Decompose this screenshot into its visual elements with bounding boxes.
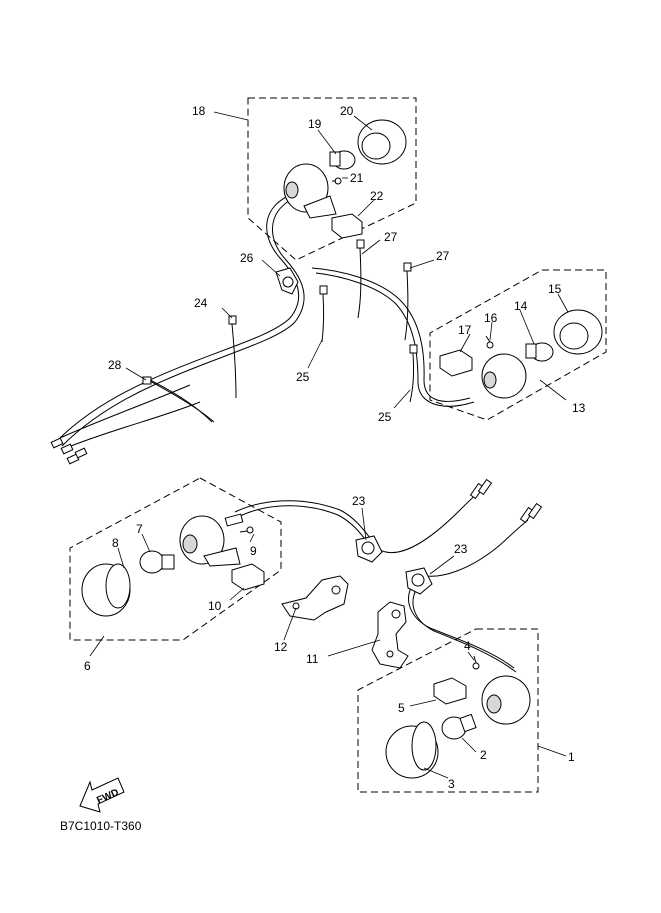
bulb-19 — [329, 150, 356, 170]
cable-tie-28 — [142, 376, 215, 423]
lens-8 — [81, 563, 131, 617]
callout-19: 19 — [308, 117, 322, 131]
drawing-code: B7C1010-T360 — [60, 819, 142, 833]
callout-27-right: 27 — [436, 249, 450, 263]
callout-15: 15 — [548, 282, 562, 296]
callout-8: 8 — [112, 536, 119, 550]
turn-signal-assembly-13 — [439, 309, 603, 399]
leader-lines — [89, 111, 569, 779]
callout-3: 3 — [448, 777, 455, 791]
callout-9: 9 — [250, 544, 257, 558]
callout-12: 12 — [274, 640, 288, 654]
assembly-box-6 — [69, 477, 282, 641]
callout-7: 7 — [136, 522, 143, 536]
callout-11: 11 — [306, 652, 319, 666]
cable-tie-25-lower — [409, 344, 418, 403]
lens-3 — [385, 721, 439, 779]
bulb-7 — [139, 550, 175, 574]
lower-harness — [234, 487, 529, 673]
lens-15 — [553, 309, 603, 355]
screw-4 — [472, 655, 480, 670]
callout-6: 6 — [84, 659, 91, 673]
relay-5 — [433, 677, 467, 705]
fwd-arrow-icon: FWD — [79, 777, 125, 813]
clamp-23-left — [355, 535, 383, 563]
assembly-box-13 — [429, 269, 607, 421]
turn-signal-assembly-1 — [385, 655, 531, 779]
callout-24: 24 — [194, 296, 208, 310]
callout-17: 17 — [458, 323, 472, 337]
bulb-2 — [441, 713, 477, 740]
assembly-box-1 — [357, 628, 539, 793]
turn-signal-assembly-6 — [81, 513, 265, 617]
cable-tie-27-right — [403, 262, 412, 341]
lower-connectors-right — [469, 478, 543, 524]
relay-10 — [231, 563, 265, 591]
callout-2: 2 — [480, 748, 487, 762]
relay-22 — [331, 213, 363, 239]
callout-13: 13 — [572, 401, 586, 415]
callout-27-left: 27 — [384, 230, 398, 244]
harness-connectors — [50, 437, 88, 465]
callout-22: 22 — [370, 189, 384, 203]
callout-23-left: 23 — [352, 494, 366, 508]
callout-25-upper: 25 — [296, 370, 310, 384]
clamp-23-right — [405, 567, 433, 595]
callout-10: 10 — [208, 599, 222, 613]
bracket-11 — [371, 601, 409, 669]
callout-1: 1 — [568, 750, 575, 764]
cable-tie-27-left — [356, 239, 365, 319]
bulb-14 — [525, 342, 554, 362]
callout-28: 28 — [108, 358, 122, 372]
callout-labels: 18 20 19 21 22 26 27 27 24 28 25 25 17 1… — [84, 104, 586, 791]
cable-tie-25-upper — [319, 285, 328, 343]
wire-harness — [57, 195, 475, 449]
screw-21 — [332, 177, 342, 185]
callout-23-right: 23 — [454, 542, 468, 556]
turn-signal-assembly-18 — [283, 119, 407, 239]
callout-18: 18 — [192, 104, 206, 118]
cable-tie-24 — [228, 315, 237, 399]
callout-25-lower: 25 — [378, 410, 392, 424]
callout-20: 20 — [340, 104, 354, 118]
clamp-26 — [275, 267, 299, 295]
bracket-12 — [281, 575, 349, 621]
callout-4: 4 — [464, 639, 471, 653]
callout-5: 5 — [398, 701, 405, 715]
assembly-box-18 — [247, 97, 417, 261]
screw-9 — [239, 526, 254, 534]
callout-14: 14 — [514, 299, 528, 313]
callout-16: 16 — [484, 311, 498, 325]
callout-26: 26 — [240, 251, 254, 265]
callout-21: 21 — [350, 171, 364, 185]
relay-17 — [439, 349, 473, 377]
lens-20 — [357, 119, 407, 165]
screw-16 — [485, 335, 494, 349]
